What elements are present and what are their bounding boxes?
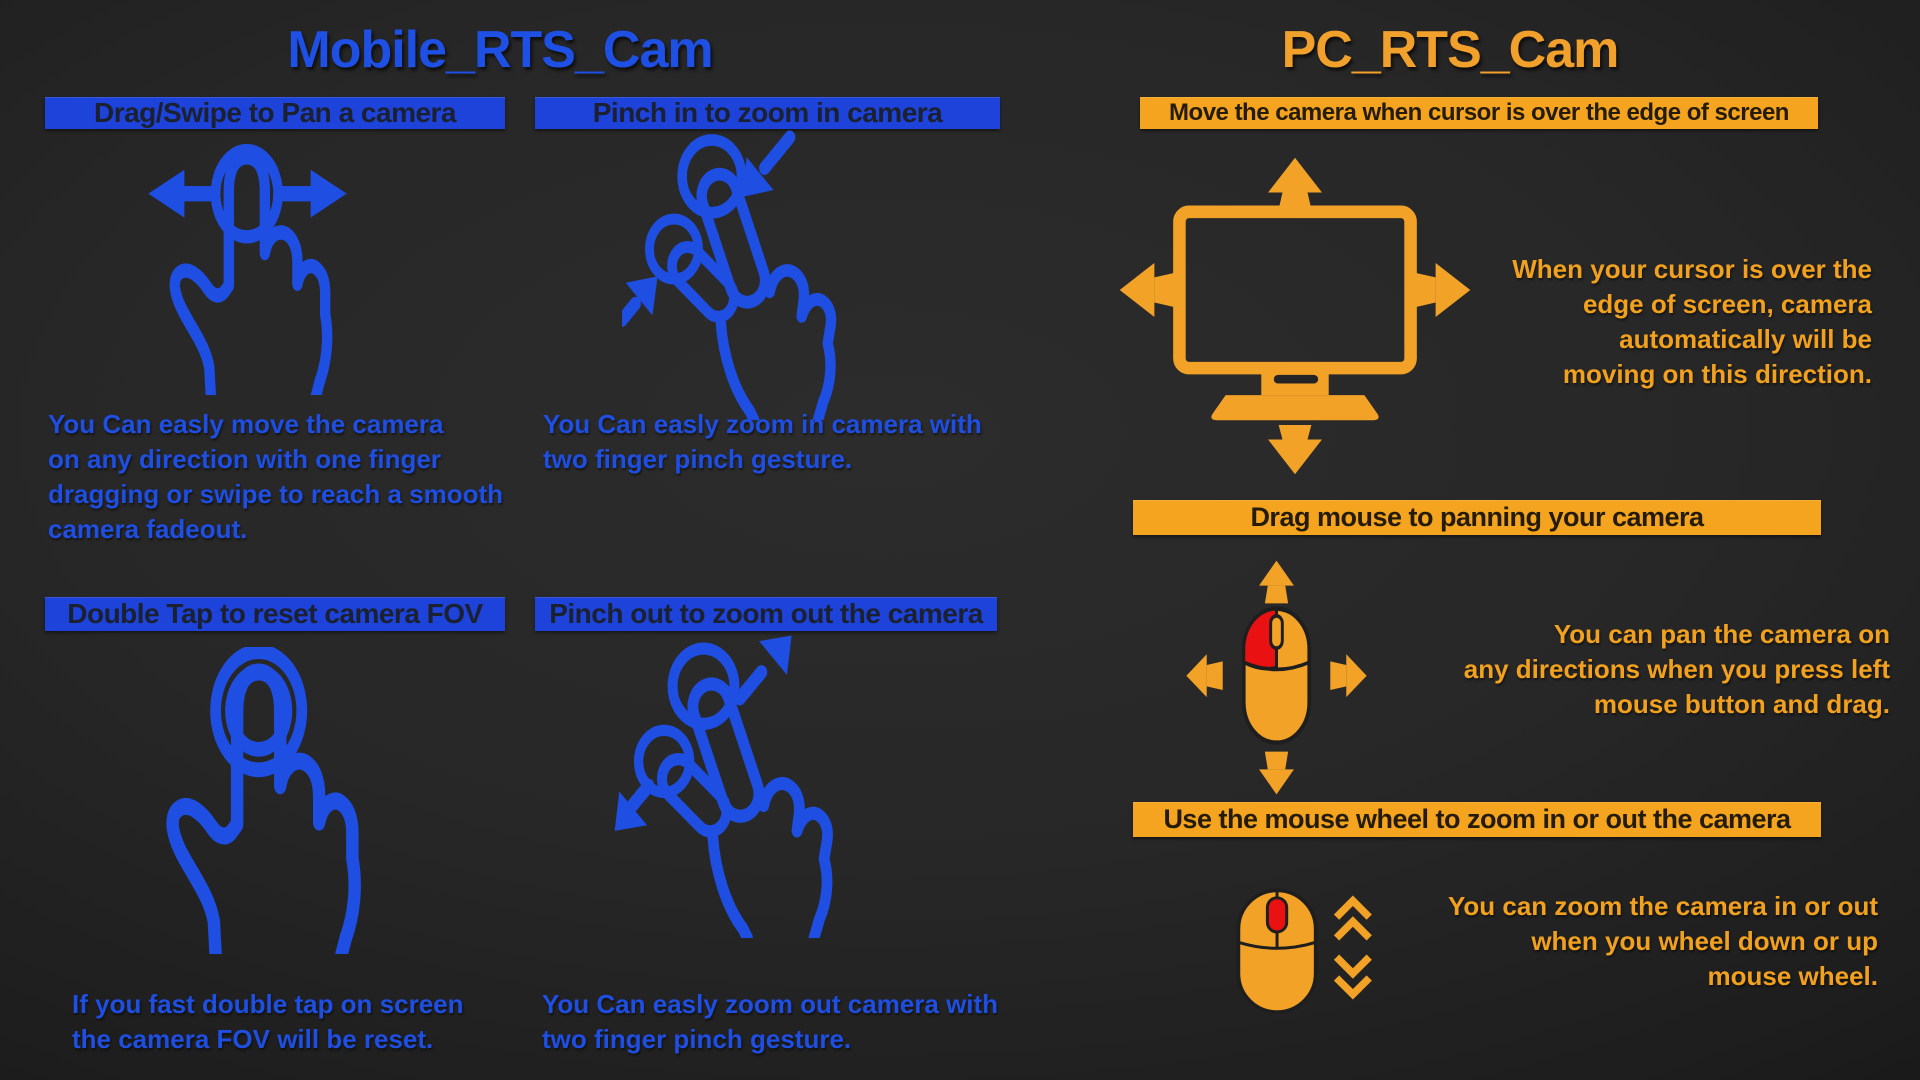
header-double-tap-reset: Double Tap to reset camera FOV — [45, 597, 505, 631]
pinch-out-hand-icon — [614, 635, 833, 938]
drag-pan-hand-icon — [148, 143, 347, 395]
pc-section-title: PC_RTS_Cam — [1281, 21, 1620, 79]
header-mouse-wheel-zoom: Use the mouse wheel to zoom in or out th… — [1133, 802, 1821, 837]
mobile-section-title: Mobile_RTS_Cam — [287, 21, 713, 79]
header-edge-scroll: Move the camera when cursor is over the … — [1140, 97, 1818, 129]
header-pinch-out-zoom: Pinch out to zoom out the camera — [535, 597, 997, 631]
mouse-drag-pan-icon — [1186, 560, 1367, 795]
wheel-up-down-chevrons — [1333, 895, 1372, 1000]
monitor-edge-pan-icon — [1119, 157, 1471, 475]
mouse-wheel-zoom-icon — [1236, 888, 1372, 1014]
edge-scroll-description: When your cursor is over the edge of scr… — [1512, 254, 1872, 389]
pinch-in-description: You Can easly zoom in camera with two fi… — [543, 409, 982, 474]
double-tap-hand-icon — [166, 647, 361, 954]
mouse-wheel-zoom-description: You can zoom the camera in or out when y… — [1447, 891, 1878, 991]
pinch-in-hand-icon — [622, 130, 837, 420]
pinch-out-description: You Can easly zoom out camera with two f… — [542, 989, 999, 1054]
header-pinch-in-zoom: Pinch in to zoom in camera — [535, 97, 1000, 129]
double-tap-description: If you fast double tap on screen the cam… — [72, 989, 464, 1054]
mouse-wheel — [1269, 614, 1284, 650]
mouse-wheel-highlight — [1265, 896, 1289, 934]
header-drag-swipe-pan: Drag/Swipe to Pan a camera — [45, 97, 505, 129]
drag-pan-description: You Can easly move the camera on any dir… — [48, 409, 504, 544]
header-mouse-drag-pan: Drag mouse to panning your camera — [1133, 500, 1821, 535]
mouse-drag-pan-description: You can pan the camera on any directions… — [1463, 619, 1890, 719]
